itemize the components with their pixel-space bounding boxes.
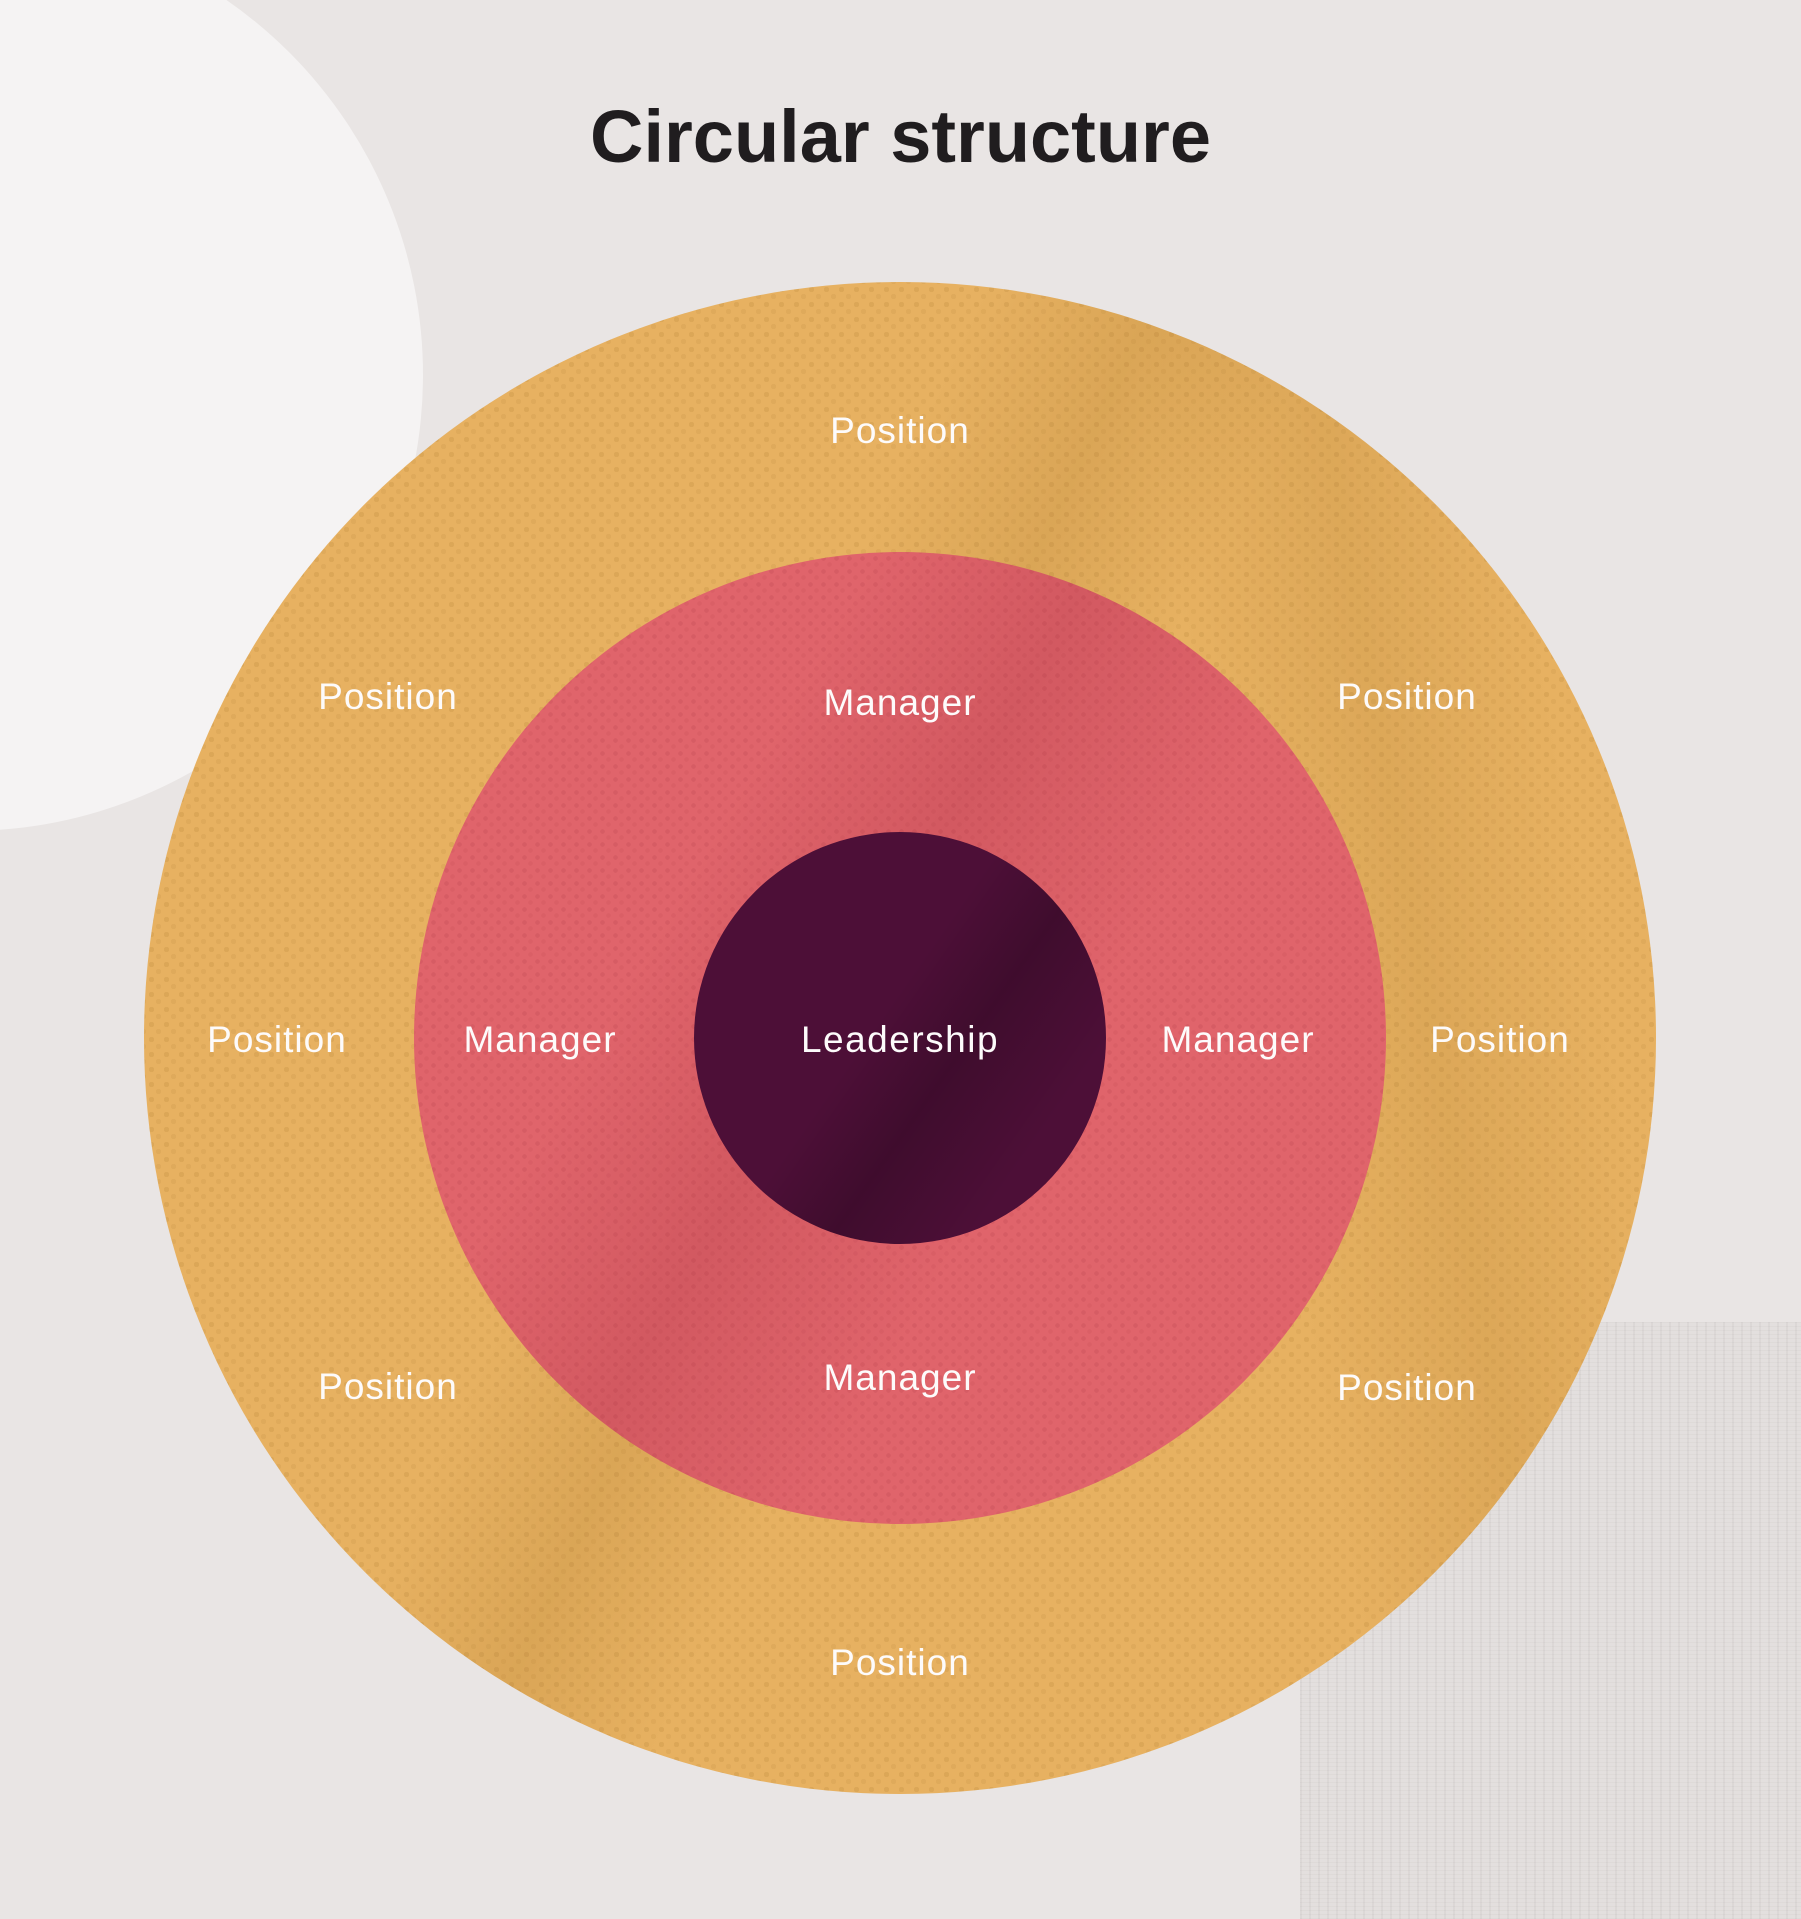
label-position-upper-left: Position bbox=[318, 676, 458, 717]
label-manager-right: Manager bbox=[1161, 1019, 1315, 1060]
label-manager-bottom: Manager bbox=[823, 1357, 977, 1398]
label-position-lower-left: Position bbox=[318, 1366, 458, 1407]
center-circle-leadership bbox=[694, 832, 1106, 1244]
label-position-upper-right: Position bbox=[1337, 676, 1477, 717]
label-manager-left: Manager bbox=[463, 1019, 617, 1060]
label-position-bottom: Position bbox=[830, 1642, 970, 1683]
label-leadership: Leadership bbox=[800, 1019, 1000, 1060]
label-position-left: Position bbox=[207, 1019, 347, 1060]
page-title: Circular structure bbox=[590, 95, 1211, 178]
label-position-lower-right: Position bbox=[1337, 1367, 1477, 1408]
label-position-top: Position bbox=[830, 410, 970, 451]
label-manager-top: Manager bbox=[823, 682, 977, 723]
label-position-right: Position bbox=[1430, 1019, 1570, 1060]
